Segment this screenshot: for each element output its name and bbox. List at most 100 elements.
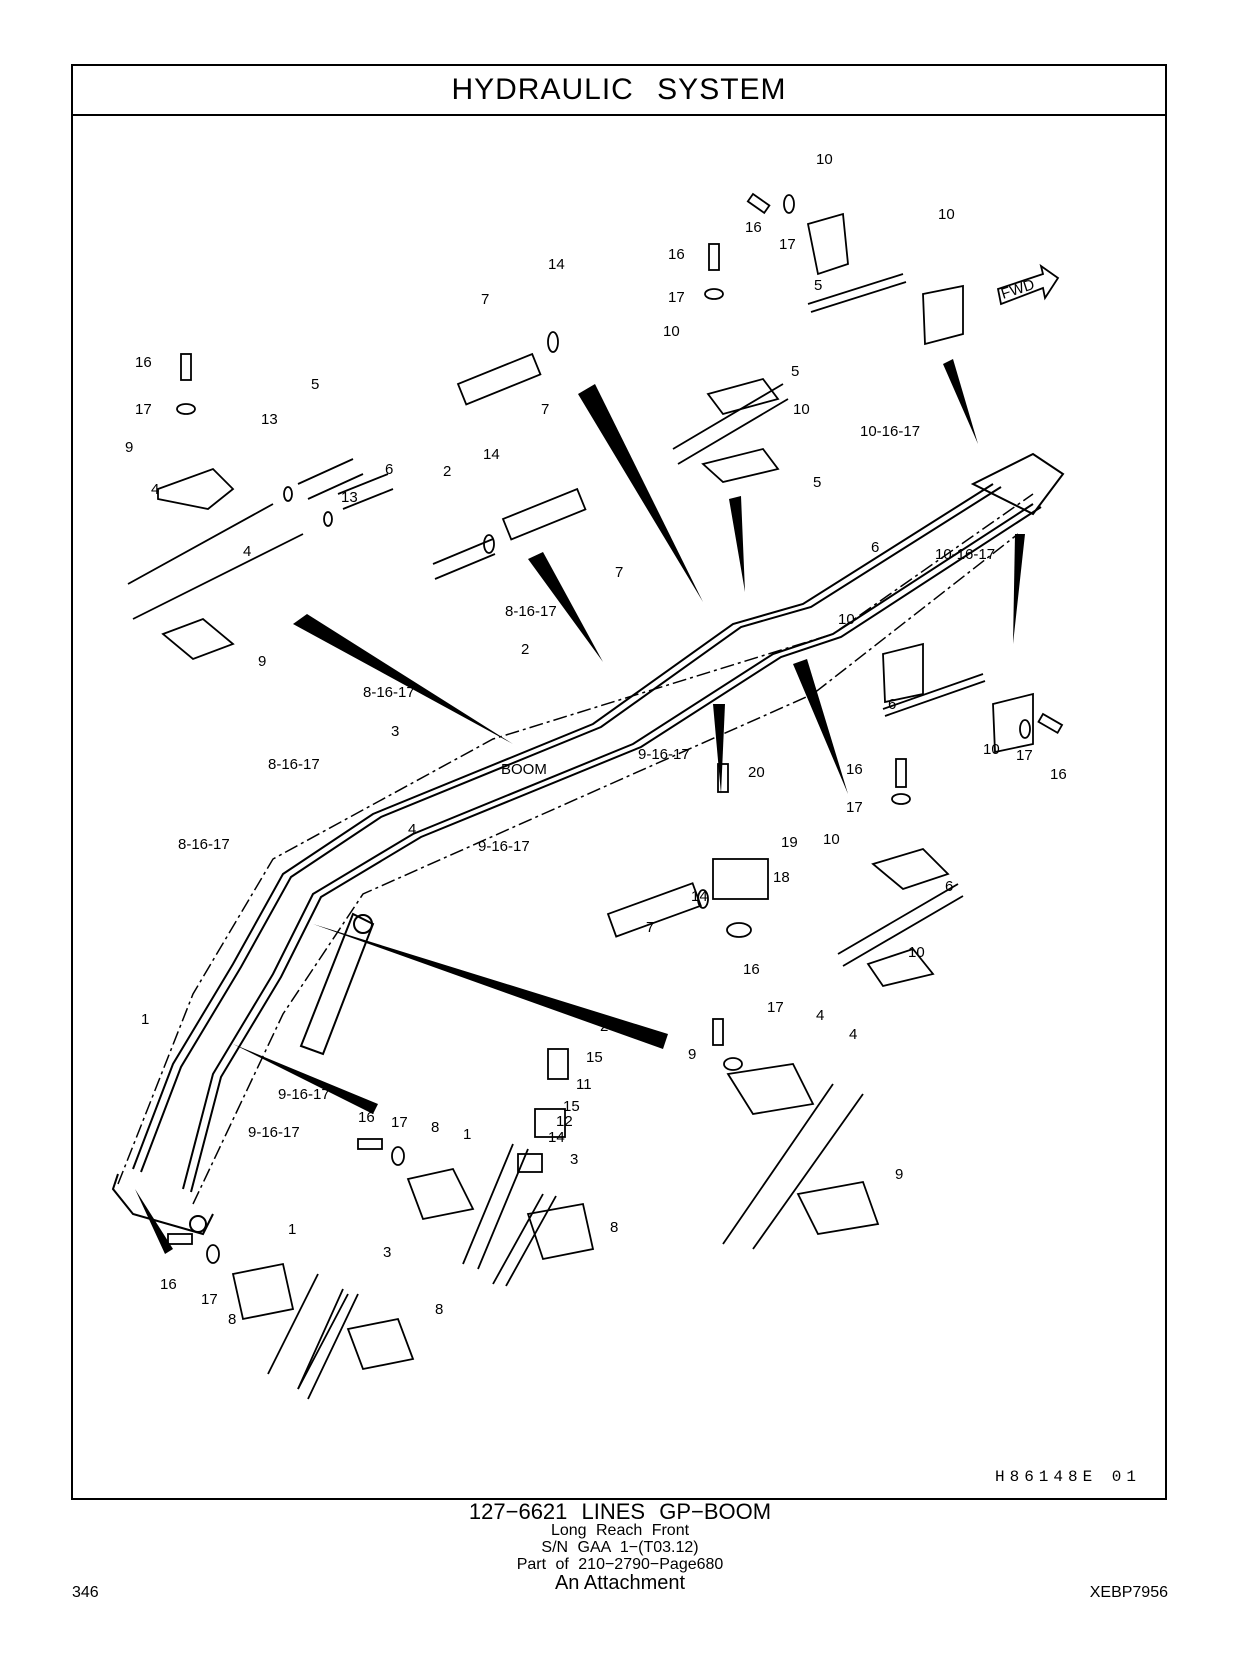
- callout-19: 19: [781, 834, 798, 851]
- callout-7: 7: [646, 919, 654, 936]
- callout-10: 10: [938, 206, 955, 223]
- callout-4: 4: [408, 821, 416, 838]
- callout-16: 16: [743, 961, 760, 978]
- callout-2: 2: [600, 1018, 608, 1035]
- callout-10: 10: [663, 323, 680, 340]
- callout-8-16-17: 8-16-17: [363, 684, 415, 701]
- boom-linework: [111, 452, 1065, 1236]
- callout-16: 16: [668, 246, 685, 263]
- caption-part-number: 127−6621 LINES GP−BOOM: [468, 1499, 772, 1524]
- callout-3: 3: [570, 1151, 578, 1168]
- callout-9-16-17: 9-16-17: [638, 746, 690, 763]
- callout-8-16-17: 8-16-17: [268, 756, 320, 773]
- caption-line-4: Part of 210−2790−Page680: [516, 1555, 724, 1573]
- callout-4: 4: [816, 1007, 824, 1024]
- callout-8-16-17: 8-16-17: [505, 603, 557, 620]
- callout-6: 6: [871, 539, 879, 556]
- callout-17: 17: [779, 236, 796, 253]
- callout-20: 20: [748, 764, 765, 781]
- callout-10: 10: [793, 401, 810, 418]
- page-number: 346: [72, 1584, 99, 1601]
- exploded-parts-diagram: FWD 16 17 9 4 4 9 13 5 6 13 7 14 7 14 2 …: [73, 114, 1165, 1498]
- callout-17: 17: [391, 1114, 408, 1131]
- callout-5: 5: [311, 376, 319, 393]
- callout-9: 9: [125, 439, 133, 456]
- callout-10-16-17: 10-16-17: [935, 546, 995, 563]
- callout-5: 5: [814, 277, 822, 294]
- callout-8: 8: [228, 1311, 236, 1328]
- callout-14: 14: [691, 888, 708, 905]
- part-callouts: 16 17 9 4 4 9 13 5 6 13 7 14 7 14 2 16 1…: [125, 151, 1067, 1328]
- callout-3: 3: [383, 1244, 391, 1261]
- drawing-number: H86148E 01: [994, 1468, 1141, 1486]
- page-title: HYDRAULIC SYSTEM: [73, 66, 1165, 116]
- component-sketches: [127, 212, 1034, 1400]
- callout-15: 15: [563, 1098, 580, 1115]
- callout-14: 14: [483, 446, 500, 463]
- callout-16: 16: [358, 1109, 375, 1126]
- diagram-frame: HYDRAULIC SYSTEM: [71, 64, 1167, 1500]
- callout-8: 8: [610, 1219, 618, 1236]
- callout-10: 10: [908, 944, 925, 961]
- caption-line-5: An Attachment: [554, 1572, 686, 1595]
- callout-1: 1: [288, 1221, 296, 1238]
- callout-4: 4: [849, 1026, 857, 1043]
- callout-16: 16: [160, 1276, 177, 1293]
- bolt-icons: [167, 192, 1064, 1264]
- callout-17: 17: [846, 799, 863, 816]
- callout-10: 10: [983, 741, 1000, 758]
- callout-7: 7: [615, 564, 623, 581]
- callout-14: 14: [548, 256, 565, 273]
- caption-line-3: S/N GAA 1−(T03.12): [541, 1538, 699, 1556]
- callout-7: 7: [541, 401, 549, 418]
- callout-16: 16: [135, 354, 152, 371]
- callout-9-16-17: 9-16-17: [478, 838, 530, 855]
- callout-13: 13: [261, 411, 278, 428]
- fwd-arrow-icon: FWD: [996, 263, 1060, 306]
- callout-2: 2: [443, 463, 451, 480]
- callout-9-16-17: 9-16-17: [278, 1086, 330, 1103]
- callout-17: 17: [668, 289, 685, 306]
- callout-17: 17: [201, 1291, 218, 1308]
- callout-10: 10: [816, 151, 833, 168]
- callout-6: 6: [945, 878, 953, 895]
- boom-label: BOOM: [501, 761, 547, 778]
- callout-pointers: [135, 359, 1025, 1254]
- callout-15: 15: [586, 1049, 603, 1066]
- callout-5: 5: [813, 474, 821, 491]
- callout-18: 18: [773, 869, 790, 886]
- callout-11: 11: [576, 1076, 592, 1093]
- callout-16: 16: [846, 761, 863, 778]
- callout-6: 6: [385, 461, 393, 478]
- diagram-svg: FWD 16 17 9 4 4 9 13 5 6 13 7 14 7 14 2 …: [111, 151, 1067, 1400]
- callout-5: 5: [791, 363, 799, 380]
- callout-3: 3: [391, 723, 399, 740]
- callout-9: 9: [688, 1046, 696, 1063]
- callout-12: 12: [556, 1113, 573, 1130]
- fwd-label: FWD: [999, 276, 1037, 303]
- callout-16: 16: [745, 219, 762, 236]
- callout-10: 10: [823, 831, 840, 848]
- callout-8-16-17: 8-16-17: [178, 836, 230, 853]
- callout-9: 9: [895, 1166, 903, 1183]
- callout-17: 17: [1016, 747, 1033, 764]
- callout-17: 17: [767, 999, 784, 1016]
- callout-16: 16: [1050, 766, 1067, 783]
- callout-4: 4: [151, 481, 159, 498]
- callout-10-16-17: 10-16-17: [860, 423, 920, 440]
- callout-2: 2: [521, 641, 529, 658]
- caption-line-2: Long Reach Front: [550, 1522, 690, 1540]
- callout-10: 10: [838, 611, 855, 628]
- callout-8: 8: [435, 1301, 443, 1318]
- callout-6: 6: [888, 696, 896, 713]
- callout-9: 9: [258, 653, 266, 670]
- callout-7: 7: [481, 291, 489, 308]
- callout-13: 13: [341, 489, 358, 506]
- callout-17: 17: [135, 401, 152, 418]
- figure-caption: 127−6621 LINES GP−BOOM Long Reach Front …: [0, 1500, 1240, 1594]
- callout-4: 4: [243, 543, 251, 560]
- callout-1: 1: [141, 1011, 149, 1028]
- callout-9-16-17: 9-16-17: [248, 1124, 300, 1141]
- document-code: XEBP7956: [1089, 1584, 1168, 1601]
- callout-14: 14: [548, 1129, 565, 1146]
